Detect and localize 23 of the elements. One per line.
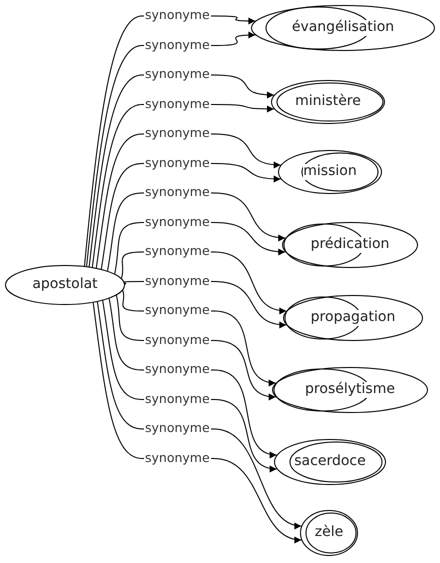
node-label: propagation [310, 310, 396, 326]
node-label: évangélisation [292, 20, 394, 36]
node-label: prédication [310, 237, 390, 253]
ellipse-node [282, 222, 418, 268]
node-label: prosélytisme [305, 382, 395, 398]
ellipse-node [274, 439, 386, 485]
edge-label: synonyme [144, 9, 211, 22]
ellipse-node [300, 510, 358, 556]
ellipse-node [5, 265, 125, 305]
ellipse-node [278, 150, 382, 194]
ellipse-node [251, 5, 435, 51]
ellipse-node [272, 367, 428, 413]
ellipse-node [283, 295, 423, 341]
edge-label: synonyme [144, 127, 211, 140]
node-label: apostolat [32, 277, 98, 293]
edge-label: synonyme [144, 186, 211, 198]
node-label: mission [303, 164, 357, 180]
ellipse-node [271, 80, 385, 124]
edge-label: synonyme [144, 68, 211, 80]
edge-label: synonyme [144, 245, 211, 258]
edge-label: synonyme [144, 363, 211, 376]
edge-label: synonyme [144, 304, 211, 316]
edge-label: synonyme [144, 422, 211, 434]
